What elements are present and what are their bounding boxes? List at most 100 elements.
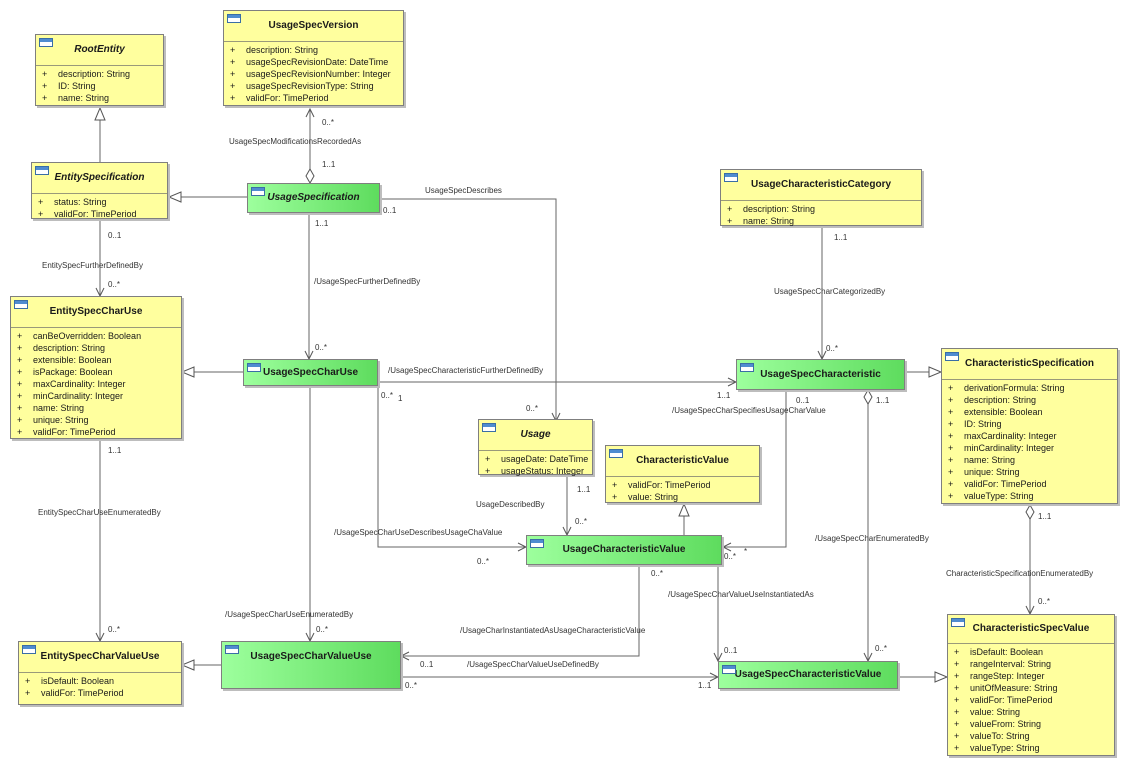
attribute-text: unitOfMeasure: String — [970, 683, 1058, 693]
class-root-entity[interactable]: RootEntity +description: String+ID: Stri… — [35, 34, 164, 106]
visibility-marker: + — [25, 688, 31, 698]
label-specifies-usage-char-value: /UsageSpecCharSpecifiesUsageCharValue — [672, 406, 826, 415]
attribute-row: +usageSpecRevisionNumber: Integer — [224, 68, 403, 80]
attribute-row: +isPackage: Boolean — [11, 366, 181, 378]
visibility-marker: + — [727, 216, 733, 226]
class-usage-spec-version[interactable]: UsageSpecVersion +description: String+us… — [223, 10, 404, 106]
label-entity-further: EntitySpecFurtherDefinedBy — [42, 261, 143, 270]
class-usage[interactable]: Usage +usageDate: DateTime+usageStatus: … — [478, 419, 593, 476]
attribute-text: valueFrom: String — [970, 719, 1042, 729]
attribute-text: isDefault: Boolean — [970, 647, 1044, 657]
visibility-marker: + — [948, 443, 954, 453]
class-name: UsageSpecification — [267, 192, 360, 203]
class-characteristic-value[interactable]: CharacteristicValue +validFor: TimePerio… — [605, 445, 760, 503]
attribute-text: derivationFormula: String — [964, 383, 1065, 393]
attribute-row: +maxCardinality: Integer — [11, 378, 181, 390]
mult-usd-1: 0..1 — [383, 206, 397, 215]
visibility-marker: + — [948, 479, 954, 489]
attribute-text: extensible: Boolean — [33, 355, 112, 365]
class-icon — [740, 363, 754, 372]
visibility-marker: + — [230, 69, 236, 79]
assoc-usage-spec-describes — [381, 198, 556, 421]
attribute-text: description: String — [743, 204, 816, 214]
attribute-row: +description: String — [721, 203, 921, 215]
attribute-row: +valueType: String — [948, 742, 1114, 754]
visibility-marker: + — [612, 480, 618, 490]
mult-cc-1: 1..1 — [834, 233, 848, 242]
class-name: UsageSpecCharacteristic — [760, 369, 881, 380]
mult-mods-1: 0..* — [322, 118, 335, 127]
attribute-row: +extensible: Boolean — [942, 406, 1117, 418]
class-icon — [39, 38, 53, 47]
class-usage-characteristic-value[interactable]: UsageCharacteristicValue — [526, 535, 722, 565]
attribute-row: +unique: String — [942, 466, 1117, 478]
mult-ia-2: 0..1 — [420, 660, 434, 669]
class-usage-spec-char-value-use[interactable]: UsageSpecCharValueUse — [221, 641, 401, 689]
attribute-text: description: String — [33, 343, 106, 353]
mult-ecu-1: 1..1 — [108, 446, 122, 455]
class-icon — [14, 300, 28, 309]
attribute-row: +description: String — [224, 44, 403, 56]
assoc-char-use-describes — [377, 385, 526, 547]
attribute-row: +isDefault: Boolean — [948, 646, 1114, 658]
visibility-marker: + — [42, 81, 48, 91]
visibility-marker: + — [954, 719, 960, 729]
visibility-marker: + — [954, 731, 960, 741]
class-entity-spec-char-use[interactable]: EntitySpecCharUse +canBeOverridden: Bool… — [10, 296, 182, 439]
class-usage-specification[interactable]: UsageSpecification — [247, 183, 380, 213]
visibility-marker: + — [954, 707, 960, 717]
visibility-marker: + — [954, 683, 960, 693]
attribute-list: +description: String+name: String — [721, 203, 921, 227]
attribute-list: + canBeOverridden: Boolean + description: S… — [11, 330, 181, 438]
visibility-marker: + — [17, 427, 23, 437]
visibility-marker: + — [42, 93, 48, 103]
attribute-list: +description: String+usageSpecRevisionDa… — [224, 44, 403, 104]
class-characteristic-specification[interactable]: CharacteristicSpecification +derivationF… — [941, 348, 1118, 504]
class-entity-specification[interactable]: EntitySpecification +status: String+vali… — [31, 162, 168, 219]
mult-ia-1: 0..* — [651, 569, 664, 578]
attribute-row: +name: String — [942, 454, 1117, 466]
attribute-row: +derivationFormula: String — [942, 382, 1117, 394]
mult-sv-2: 1..1 — [876, 396, 890, 405]
visibility-marker: + — [17, 343, 23, 353]
class-characteristic-spec-value[interactable]: CharacteristicSpecValue +isDefault: Bool… — [947, 614, 1115, 756]
attribute-text: validFor: TimePeriod — [628, 480, 711, 490]
class-icon — [225, 645, 239, 654]
attribute-row: +validFor: TimePeriod — [32, 208, 167, 220]
visibility-marker: + — [17, 367, 23, 377]
visibility-marker: + — [230, 81, 236, 91]
visibility-marker: + — [38, 197, 44, 207]
label-entity-char-use-enum: EntitySpecCharUseEnumeratedBy — [38, 508, 161, 517]
class-entity-spec-char-value-use[interactable]: EntitySpecCharValueUse +isDefault: Boole… — [18, 641, 182, 705]
attribute-row: +usageSpecRevisionDate: DateTime — [224, 56, 403, 68]
class-name: RootEntity — [74, 44, 125, 55]
class-usage-spec-char-use[interactable]: UsageSpecCharUse — [243, 359, 378, 386]
class-icon — [609, 449, 623, 458]
attribute-row: + description: String — [11, 342, 181, 354]
class-usage-spec-characteristic-value[interactable]: UsageSpecCharacteristicValue — [718, 661, 898, 689]
attribute-text: validFor: TimePeriod — [970, 695, 1053, 705]
class-name: CharacteristicSpecValue — [972, 623, 1090, 634]
attribute-text: status: String — [54, 197, 107, 207]
attribute-text: minCardinality: Integer — [33, 391, 124, 401]
mult-mods-2: 1..1 — [322, 160, 336, 169]
attribute-text: canBeOverridden: Boolean — [33, 331, 142, 341]
mult-ecu-2: 0..* — [108, 625, 121, 634]
class-usage-characteristic-category[interactable]: UsageCharacteristicCategory +description… — [720, 169, 922, 226]
attribute-text: minCardinality: Integer — [964, 443, 1055, 453]
attribute-row: + validFor: TimePeriod — [606, 479, 759, 491]
class-usage-spec-characteristic[interactable]: UsageSpecCharacteristic — [736, 359, 905, 390]
class-icon — [35, 166, 49, 175]
attribute-text: unique: String — [33, 415, 89, 425]
visibility-marker: + — [948, 431, 954, 441]
label-usage-further: /UsageSpecFurtherDefinedBy — [314, 277, 421, 286]
attribute-list: +validFor: TimePeriod+value: String — [606, 479, 759, 503]
assoc-instantiated-as — [401, 565, 639, 656]
attribute-row: +validFor: TimePeriod — [11, 426, 181, 438]
attribute-row: +name: String — [36, 92, 163, 104]
attribute-text: description: String — [964, 395, 1037, 405]
class-icon — [247, 363, 261, 372]
label-char-use-enum: /UsageSpecCharUseEnumeratedBy — [225, 610, 354, 619]
mult-ef-2: 0..* — [108, 280, 121, 289]
mult-ef-1: 0..1 — [108, 231, 122, 240]
